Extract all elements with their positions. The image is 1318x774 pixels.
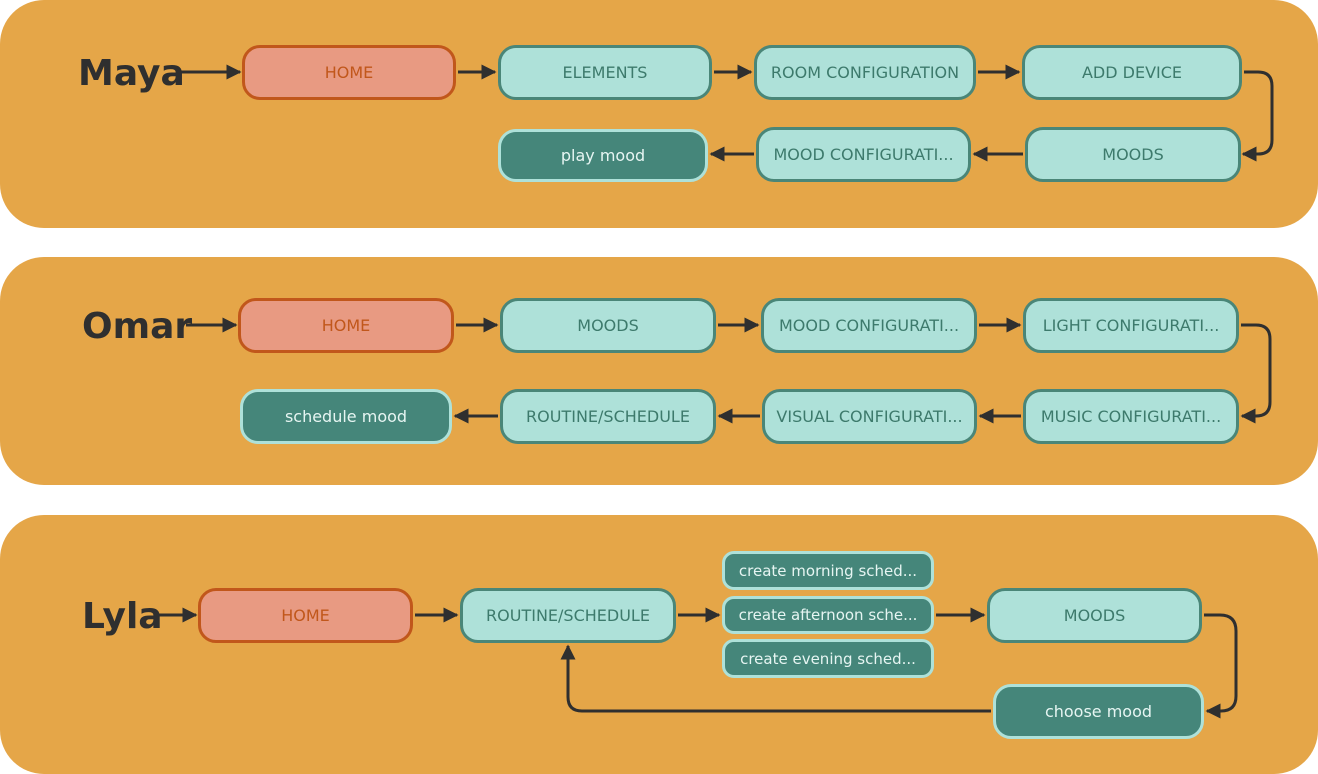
node-create-evening-schedule[interactable]: create evening sched... — [722, 639, 934, 678]
node-music-configuration[interactable]: MUSIC CONFIGURATI... — [1023, 389, 1239, 444]
node-schedule-mood[interactable]: schedule mood — [240, 389, 452, 444]
node-home[interactable]: HOME — [242, 45, 456, 100]
node-create-afternoon-schedule[interactable]: create afternoon sche... — [722, 596, 934, 634]
node-routine-schedule[interactable]: ROUTINE/SCHEDULE — [460, 588, 676, 643]
node-mood-configuration[interactable]: MOOD CONFIGURATI... — [756, 127, 971, 182]
node-mood-configuration[interactable]: MOOD CONFIGURATI... — [761, 298, 977, 353]
flow-panel-maya — [0, 0, 1318, 228]
node-moods[interactable]: MOODS — [500, 298, 716, 353]
node-create-morning-schedule[interactable]: create morning sched... — [722, 551, 934, 590]
persona-label: Maya — [78, 53, 185, 94]
node-visual-configuration[interactable]: VISUAL CONFIGURATI... — [762, 389, 977, 444]
node-choose-mood[interactable]: choose mood — [993, 684, 1204, 739]
persona-label: Omar — [82, 306, 193, 347]
node-home[interactable]: HOME — [238, 298, 454, 353]
node-moods[interactable]: MOODS — [987, 588, 1202, 643]
flow-panel-omar — [0, 257, 1318, 485]
node-routine-schedule[interactable]: ROUTINE/SCHEDULE — [500, 389, 716, 444]
node-play-mood[interactable]: play mood — [498, 129, 708, 182]
node-elements[interactable]: ELEMENTS — [498, 45, 712, 100]
node-moods[interactable]: MOODS — [1025, 127, 1241, 182]
node-light-configuration[interactable]: LIGHT CONFIGURATI... — [1023, 298, 1239, 353]
node-home[interactable]: HOME — [198, 588, 413, 643]
persona-label: Lyla — [82, 596, 163, 637]
node-room-configuration[interactable]: ROOM CONFIGURATION — [754, 45, 976, 100]
node-add-device[interactable]: ADD DEVICE — [1022, 45, 1242, 100]
